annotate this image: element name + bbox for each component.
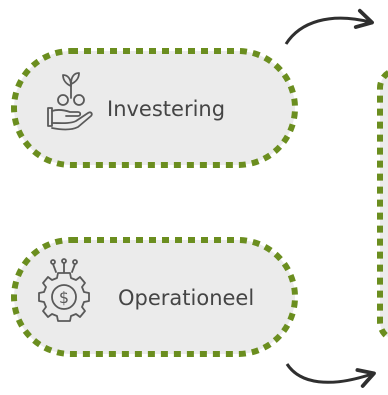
arrow-bottom (285, 363, 376, 388)
investering-pill (11, 48, 298, 168)
plant-money-hand-icon (47, 72, 93, 131)
gear-dollar-icon (38, 258, 90, 322)
operationeel-pill (11, 237, 298, 357)
target-box-partial (377, 69, 388, 341)
operationeel-label: Operationeel (118, 286, 255, 310)
investering-label: Investering (107, 97, 226, 121)
gear-dollar-sign: $ (59, 288, 69, 307)
arrow-top (284, 8, 374, 45)
